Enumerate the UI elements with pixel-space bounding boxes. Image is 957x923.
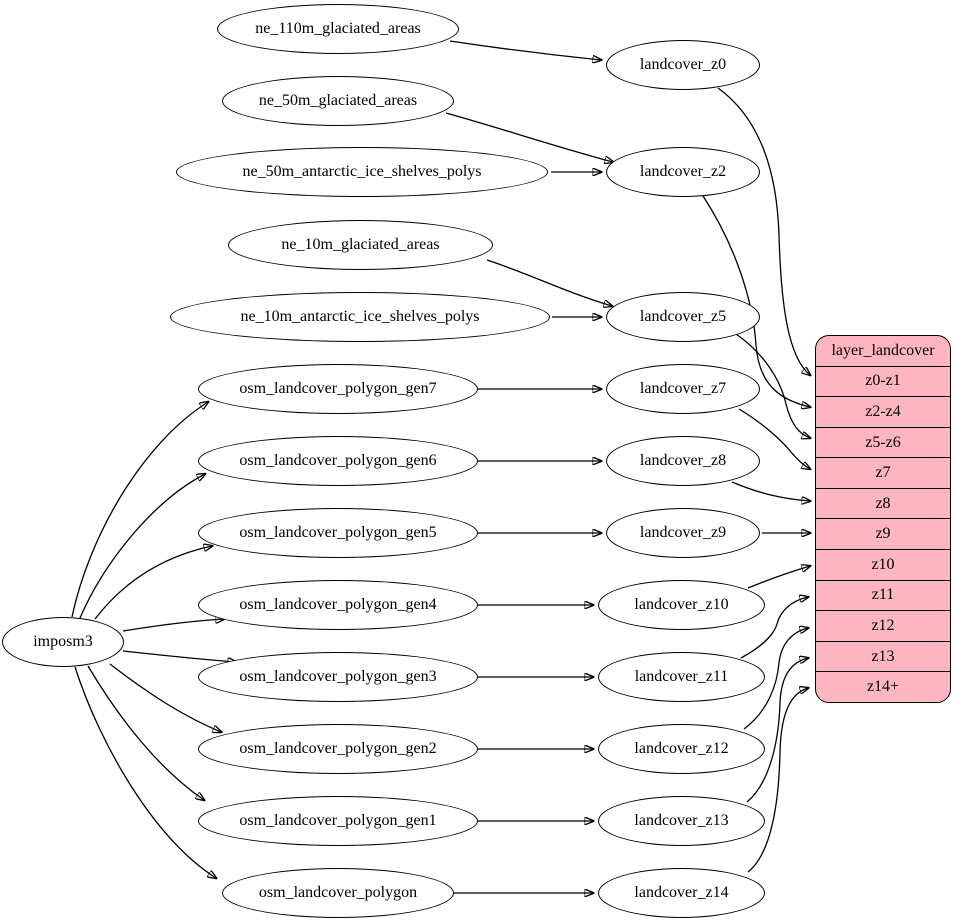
node-landcover-z9: landcover_z9 (606, 508, 760, 558)
node-label: landcover_z14 (634, 884, 729, 901)
edge-landcover-z13-to-row-z13 (746, 658, 808, 803)
edge-landcover-z7-to-row-z7 (738, 408, 810, 469)
node-ne-110m-glaciated-areas: ne_110m_glaciated_areas (217, 4, 459, 54)
edge-imposm3-to-gen1 (87, 665, 204, 800)
edge-landcover-z0-to-row-z0-z1 (717, 87, 810, 375)
edge-ne50m-glaciated-to-landcover-z2 (445, 112, 613, 162)
node-landcover-z10: landcover_z10 (598, 580, 765, 630)
record-row-z10: z10 (816, 549, 950, 580)
node-ne-10m-antarctic-ice-shelves-polys: ne_10m_antarctic_ice_shelves_polys (170, 292, 550, 342)
node-landcover-z12: landcover_z12 (598, 724, 765, 774)
node-label: ne_10m_antarctic_ice_shelves_polys (240, 308, 480, 325)
edge-imposm3-to-gen3 (122, 650, 236, 662)
node-label: osm_landcover_polygon_gen2 (239, 740, 437, 757)
node-label: landcover_z0 (639, 56, 727, 73)
node-label: landcover_z12 (634, 740, 729, 757)
node-osm-landcover-polygon-gen1: osm_landcover_polygon_gen1 (198, 796, 478, 846)
node-osm-landcover-polygon: osm_landcover_polygon (222, 868, 454, 918)
node-label: imposm3 (33, 633, 93, 650)
edge-landcover-z5-to-row-z5-z6 (735, 333, 810, 438)
record-row-z2-z4: z2-z4 (816, 396, 950, 427)
node-label: osm_landcover_polygon_gen5 (239, 524, 437, 541)
node-label: ne_50m_glaciated_areas (258, 92, 418, 109)
edge-imposm3-to-osm-polygon (74, 666, 216, 878)
record-row-z0-z1: z0-z1 (816, 365, 950, 397)
node-label: osm_landcover_polygon_gen4 (239, 596, 437, 613)
node-label: osm_landcover_polygon (258, 884, 418, 901)
edge-imposm3-to-gen4 (122, 619, 224, 632)
node-landcover-z8: landcover_z8 (606, 436, 760, 486)
node-landcover-z7: landcover_z7 (606, 364, 760, 414)
node-osm-landcover-polygon-gen5: osm_landcover_polygon_gen5 (198, 508, 478, 558)
node-label: ne_10m_glaciated_areas (281, 236, 440, 253)
record-title: layer_landcover (831, 341, 935, 359)
node-landcover-z13: landcover_z13 (598, 796, 765, 846)
node-imposm3: imposm3 (2, 617, 124, 667)
node-label: osm_landcover_polygon_gen6 (239, 452, 437, 469)
node-label: landcover_z9 (639, 524, 727, 541)
record-row-z13: z13 (816, 640, 950, 672)
record-row-z14plus: z14+ (816, 671, 950, 702)
node-osm-landcover-polygon-gen6: osm_landcover_polygon_gen6 (198, 436, 478, 486)
node-ne-50m-glaciated-areas: ne_50m_glaciated_areas (222, 76, 454, 126)
node-label: ne_110m_glaciated_areas (255, 20, 421, 37)
node-label: landcover_z13 (634, 812, 729, 829)
node-landcover-z14: landcover_z14 (598, 868, 765, 918)
edge-imposm3-to-gen5 (94, 546, 212, 620)
edge-landcover-z8-to-row-z8 (731, 481, 810, 501)
node-label: osm_landcover_polygon_gen1 (239, 812, 437, 829)
node-label: landcover_z8 (639, 452, 727, 469)
record-layer-landcover: layer_landcover z0-z1 z2-z4 z5-z6 z7 z8 … (815, 335, 951, 703)
record-row-z9: z9 (816, 518, 950, 549)
edge-landcover-z2-to-row-z2-z4 (702, 195, 810, 407)
edge-imposm3-to-gen6 (79, 474, 205, 619)
node-osm-landcover-polygon-gen4: osm_landcover_polygon_gen4 (198, 580, 478, 630)
node-label: landcover_z5 (639, 308, 727, 325)
edge-ne10m-glaciated-to-landcover-z5 (486, 259, 612, 306)
edge-landcover-z14-to-row-z14plus (747, 688, 808, 873)
record-row-z11: z11 (816, 579, 950, 611)
node-label: osm_landcover_polygon_gen3 (239, 668, 437, 685)
node-osm-landcover-polygon-gen3: osm_landcover_polygon_gen3 (198, 652, 478, 702)
node-landcover-z2: landcover_z2 (606, 147, 760, 197)
node-label: ne_50m_antarctic_ice_shelves_polys (242, 163, 482, 180)
node-label: landcover_z11 (634, 668, 729, 685)
node-label: landcover_z2 (639, 163, 727, 180)
record-row-z7: z7 (816, 457, 950, 488)
record-row-z5-z6: z5-z6 (816, 426, 950, 458)
record-row-z8: z8 (816, 487, 950, 519)
node-ne-10m-glaciated-areas: ne_10m_glaciated_areas (228, 220, 493, 270)
edge-landcover-z11-to-row-z11 (740, 597, 808, 659)
node-label: osm_landcover_polygon_gen7 (239, 380, 437, 397)
node-label: landcover_z10 (634, 596, 729, 613)
edge-landcover-z10-to-row-z10 (747, 566, 810, 589)
edge-landcover-z12-to-row-z12 (743, 628, 808, 730)
node-osm-landcover-polygon-gen2: osm_landcover_polygon_gen2 (198, 724, 478, 774)
node-landcover-z11: landcover_z11 (598, 652, 765, 702)
node-landcover-z0: landcover_z0 (606, 40, 760, 90)
edge-imposm3-to-gen7 (71, 402, 208, 618)
edge-imposm3-to-gen2 (109, 663, 221, 732)
node-osm-landcover-polygon-gen7: osm_landcover_polygon_gen7 (198, 364, 478, 414)
edge-ne110m-glaciated-to-landcover-z0 (449, 40, 601, 60)
node-ne-50m-antarctic-ice-shelves-polys: ne_50m_antarctic_ice_shelves_polys (176, 147, 548, 197)
record-row-z12: z12 (816, 610, 950, 641)
node-label: landcover_z7 (639, 380, 727, 397)
node-landcover-z5: landcover_z5 (606, 292, 760, 342)
